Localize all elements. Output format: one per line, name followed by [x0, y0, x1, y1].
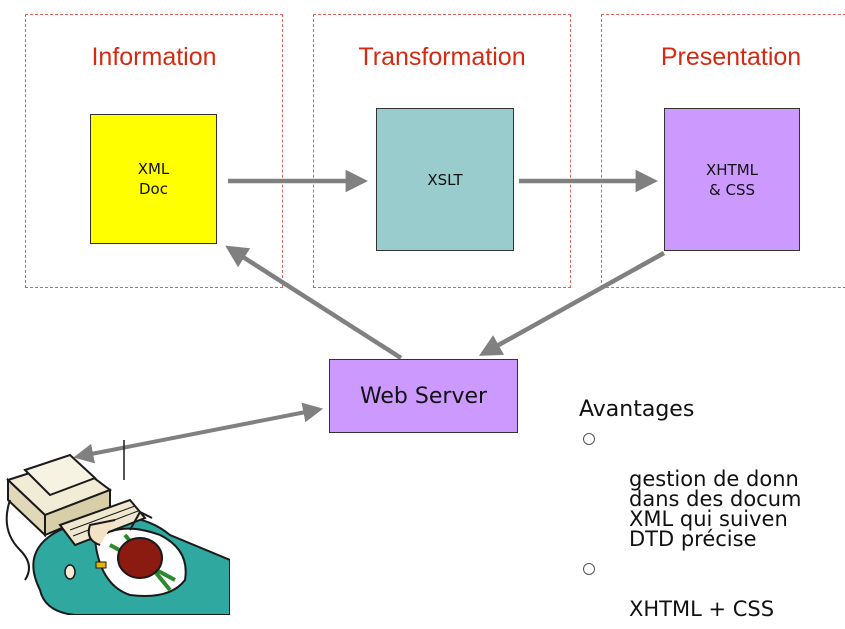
- connector-arrows: [73, 169, 666, 464]
- xslt-box: XSLT: [376, 108, 514, 251]
- circle-bullet-icon: [583, 563, 595, 575]
- xhtml-line1: XHTML: [705, 160, 759, 179]
- xslt-label: XSLT: [427, 170, 463, 189]
- region-title: Information: [91, 43, 217, 71]
- advantages-item-text: gestion de donn dans des docum XML qui s…: [629, 467, 802, 551]
- region-title: Presentation: [660, 43, 802, 71]
- region-information: Information: [25, 14, 283, 288]
- advantages-item-text: XHTML + CSS: [629, 597, 775, 621]
- advantages-item: XHTML + CSS: [579, 559, 845, 621]
- xml-doc-line2: Doc: [139, 180, 168, 198]
- arrow-server-to-xml: [225, 245, 403, 360]
- advantages-title: Avantages: [579, 397, 695, 422]
- web-server-box: Web Server: [329, 359, 518, 433]
- region-presentation: Presentation: [601, 14, 845, 288]
- xhtml-line2: & CSS: [709, 180, 755, 199]
- web-server-label: Web Server: [359, 383, 488, 409]
- user-at-computer-icon: [5, 440, 230, 615]
- circle-bullet-icon: [583, 433, 595, 445]
- xml-doc-line1: XML: [137, 160, 170, 178]
- advantages-panel: Avantages gestion de donn dans des docum…: [579, 395, 845, 629]
- xhtml-css-box: XHTML & CSS: [664, 108, 800, 251]
- region-title: Transformation: [358, 43, 526, 71]
- xml-doc-box: XML Doc: [90, 114, 217, 244]
- arrow-xhtml-to-server: [478, 251, 666, 356]
- advantages-list: gestion de donn dans des docum XML qui s…: [579, 429, 845, 621]
- advantages-item: gestion de donn dans des docum XML qui s…: [579, 429, 845, 551]
- region-transformation: Transformation: [313, 14, 571, 288]
